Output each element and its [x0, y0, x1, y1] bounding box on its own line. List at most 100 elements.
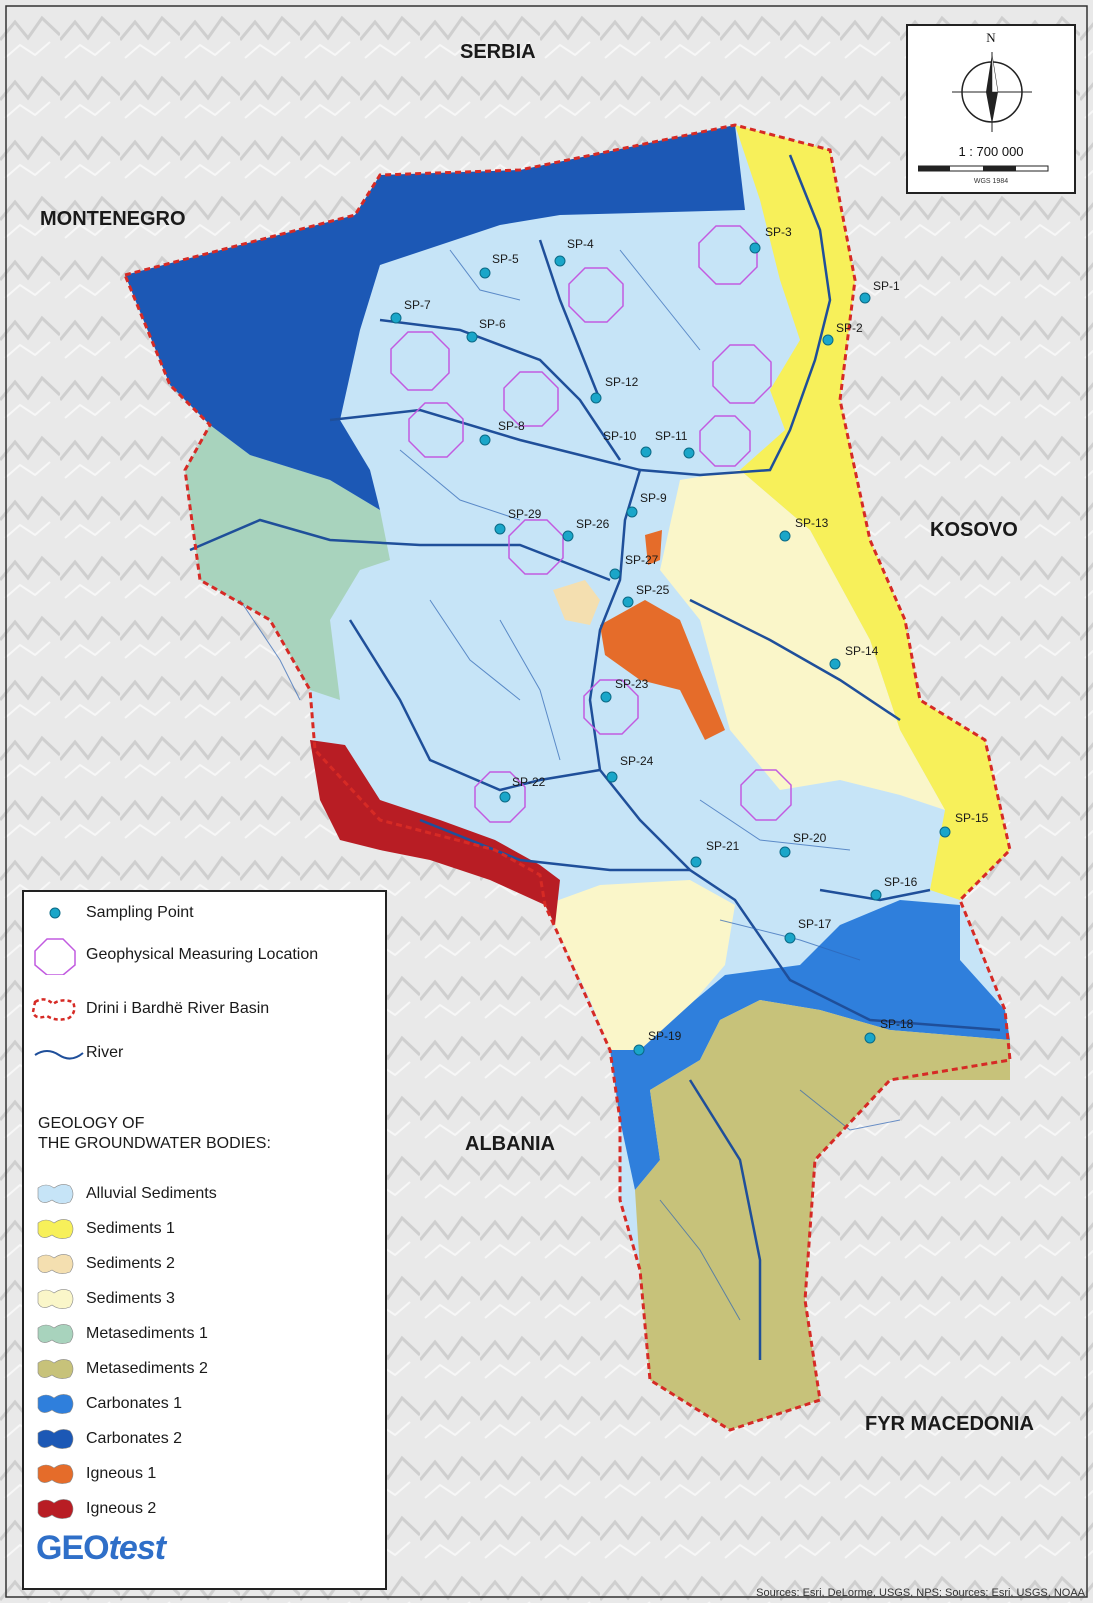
legend-label: Metasediments 1	[86, 1325, 208, 1342]
geology-swatch-icon	[37, 1499, 74, 1519]
sp-label: SP-12	[605, 375, 639, 389]
legend-label: Geophysical Measuring Location	[86, 946, 319, 963]
geology-title: GEOLOGY OF THE GROUNDWATER BODIES:	[38, 1115, 271, 1152]
legend-item-river: River	[24, 1036, 123, 1070]
sp-label: SP-8	[498, 419, 525, 433]
legend-item-geology: Metasediments 2	[24, 1352, 208, 1386]
geotest-logo: GEOtest	[36, 1529, 166, 1567]
geophysical-locations	[390, 225, 792, 823]
legend-item-geology: Sediments 3	[24, 1282, 175, 1316]
geology-swatch-icon	[37, 1324, 74, 1344]
legend-item-geology: Carbonates 1	[24, 1387, 182, 1421]
metasediments-2-area	[635, 1000, 1010, 1430]
igneous-1-area	[600, 600, 725, 740]
sp-label: SP-18	[880, 1017, 914, 1031]
legend-label: Carbonates 1	[86, 1395, 183, 1412]
sp-label: SP-3	[765, 225, 792, 239]
legend-label: Sediments 1	[86, 1220, 175, 1237]
geology-swatch-icon	[37, 1219, 74, 1239]
sp-label: SP-17	[798, 917, 832, 931]
legend-label: Drini i Bardhë River Basin	[86, 1000, 270, 1017]
legend-label: Sediments 2	[86, 1255, 175, 1272]
legend-item-geophysical: Geophysical Measuring Location	[24, 938, 319, 975]
basin-outline-icon	[31, 998, 76, 1021]
legend-label: Sampling Point	[86, 904, 194, 921]
scale-text: 1 : 700 000	[958, 144, 1024, 159]
datum-text: WGS 1984	[973, 178, 1009, 185]
legend-item-geology: Igneous 2	[24, 1492, 156, 1526]
legend-item-geology: Carbonates 2	[24, 1422, 182, 1456]
sp-label: SP-25	[636, 583, 670, 597]
carbonates-1-area	[610, 900, 1010, 1190]
sp-label: SP-22	[512, 775, 546, 789]
metasediments-1-area	[185, 425, 390, 700]
sp-label: SP-2	[836, 321, 863, 335]
igneous-2-area	[310, 740, 560, 925]
geology-swatch-icon	[37, 1464, 74, 1484]
sediments-2-area	[553, 580, 600, 625]
sampling-point-icon	[49, 907, 61, 919]
legend-label: Alluvial Sediments	[86, 1185, 217, 1202]
compass-icon	[952, 52, 1032, 132]
sp-label: SP-24	[620, 754, 654, 768]
sp-label: SP-23	[615, 677, 649, 691]
legend-label: Carbonates 2	[86, 1430, 183, 1447]
legend-item-geology: Igneous 1	[24, 1457, 156, 1491]
map-frame	[5, 5, 1088, 1598]
legend-label: Sediments 3	[86, 1290, 175, 1307]
map-credits: Sources: Esri, DeLorme, USGS, NPS; Sourc…	[756, 1587, 1085, 1599]
geology-swatch-icon	[37, 1254, 74, 1274]
sp-label: SP-20	[793, 831, 827, 845]
legend-item-geology: Metasediments 1	[24, 1317, 208, 1351]
sp-label: SP-10	[603, 429, 637, 443]
country-label-albania: ALBANIA	[465, 1133, 555, 1155]
country-label-macedonia: FYR MACEDONIA	[865, 1413, 1034, 1435]
geology-swatch-icon	[37, 1429, 74, 1449]
geology-units	[125, 125, 1010, 1430]
legend-label: Metasediments 2	[86, 1360, 208, 1377]
scale-bar	[918, 165, 1049, 172]
sp-label: SP-14	[845, 644, 879, 658]
legend-label: Igneous 2	[86, 1500, 157, 1517]
north-letter: N	[986, 30, 996, 45]
tributaries	[239, 249, 901, 1321]
country-label-montenegro: MONTENEGRO	[40, 208, 186, 230]
basin-boundary	[122, 123, 1012, 1432]
sp-label: SP-16	[884, 875, 918, 889]
sp-label: SP-27	[625, 553, 659, 567]
sp-label: SP-6	[479, 317, 506, 331]
sp-label: SP-13	[795, 516, 829, 530]
sp-label: SP-7	[404, 298, 431, 312]
octagon-icon	[34, 938, 76, 975]
igneous-1-small-area	[645, 530, 662, 565]
sp-label: SP-19	[648, 1029, 682, 1043]
sp-label: SP-9	[640, 491, 667, 505]
geology-swatch-icon	[37, 1359, 74, 1379]
map-legend: Sampling Point Geophysical Measuring Loc…	[22, 890, 387, 1590]
legend-label: Igneous 1	[86, 1465, 157, 1482]
sediments-1-area	[735, 125, 1010, 900]
sp-label: SP-11	[655, 429, 688, 443]
river-line-icon	[34, 1050, 84, 1060]
carbonates-2-area	[125, 125, 745, 510]
legend-item-geology: Alluvial Sediments	[24, 1177, 217, 1211]
sediments-3-south-area	[545, 880, 735, 1050]
legend-item-geology: Sediments 2	[24, 1247, 175, 1281]
geology-swatch-icon	[37, 1184, 74, 1204]
legend-item-sampling: Sampling Point	[24, 896, 194, 930]
north-arrow-box: N 1 : 700 000 WGS 1984	[906, 24, 1076, 194]
rivers	[189, 154, 1001, 1360]
sampling-points: SP-1 SP-2 SP-3 SP-4 SP-5 SP-6 SP-7 SP-8 …	[390, 225, 989, 1056]
sp-label: SP-21	[706, 839, 740, 853]
sediments-3-area	[660, 470, 945, 810]
sp-label: SP-5	[492, 252, 519, 266]
sp-label: SP-26	[576, 517, 610, 531]
geology-swatch-icon	[37, 1394, 74, 1414]
geology-swatch-icon	[37, 1289, 74, 1309]
sp-label: SP-15	[955, 811, 989, 825]
legend-item-geology: Sediments 1	[24, 1212, 175, 1246]
country-label-serbia: SERBIA	[460, 41, 536, 63]
country-label-kosovo: KOSOVO	[930, 519, 1018, 541]
sp-label: SP-4	[567, 237, 594, 251]
